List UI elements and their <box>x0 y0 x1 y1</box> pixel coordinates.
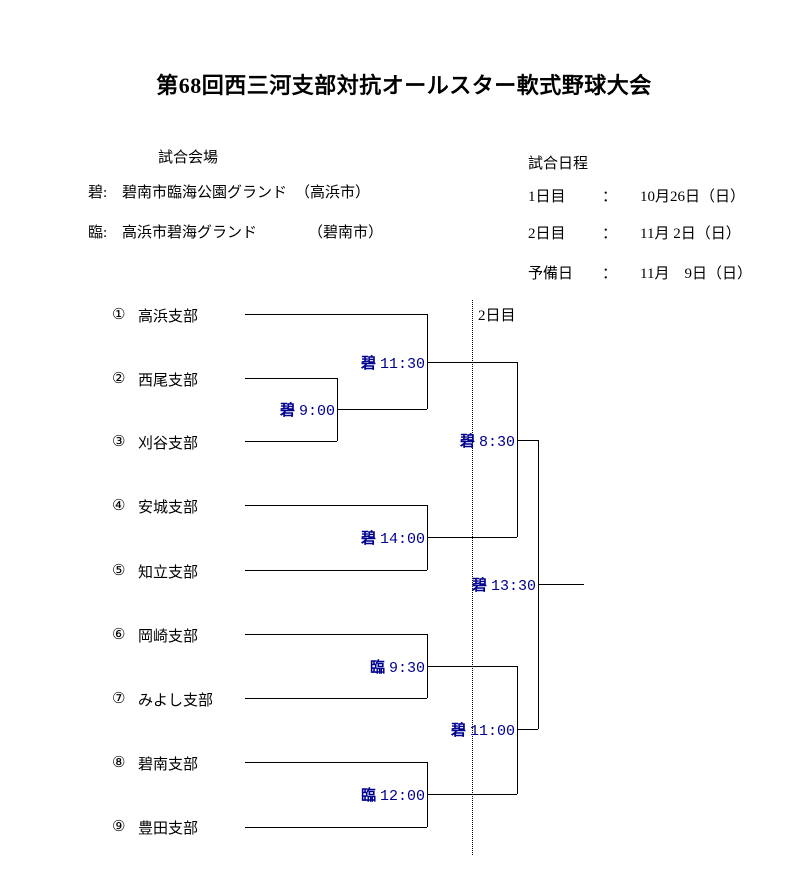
seed-line-team-5 <box>245 570 427 571</box>
match-time-r2-m1: 11:30 <box>379 356 425 373</box>
team-name-4: 安城支部 <box>138 500 199 516</box>
schedule-colon-2: ： <box>602 266 618 282</box>
page-title: 第68回西三河支部対抗オールスター軟式野球大会 <box>156 73 652 98</box>
team-number-9: ⑨ <box>112 819 126 835</box>
advance-line-sf-2 <box>517 729 538 730</box>
team-name-9: 豊田支部 <box>138 821 199 837</box>
seed-line-team-4 <box>245 505 427 506</box>
venue-code-1: 臨: <box>88 225 108 241</box>
match-time-r1-m1: 9:00 <box>298 403 335 420</box>
match-venue-r2-m2: 碧 <box>360 530 376 547</box>
day-divider-line <box>472 300 473 855</box>
seed-line-team-9 <box>245 827 427 828</box>
team-number-2: ② <box>112 371 126 387</box>
seed-line-team-8 <box>245 762 427 763</box>
seed-line-team-1 <box>245 314 427 315</box>
match-venue-r2-m3: 臨 <box>369 659 385 676</box>
team-number-7: ⑦ <box>112 691 126 707</box>
team-number-4: ④ <box>112 498 126 514</box>
advance-line-r1-m1 <box>337 409 427 410</box>
seed-line-team-7 <box>245 698 427 699</box>
match-venue-r2-m4: 臨 <box>360 787 376 804</box>
venue-name-0: 碧南市臨海公園グランド <box>122 185 288 201</box>
seed-line-team-6 <box>245 634 427 635</box>
team-name-5: 知立支部 <box>138 565 199 581</box>
team-number-1: ① <box>112 307 126 323</box>
venue-entry-0: 碧: 碧南市臨海公園グランド （高浜市） <box>88 181 370 202</box>
schedule-entry-1: 2日目 ： 11月 2日（日） <box>528 222 741 243</box>
team-name-2: 西尾支部 <box>138 373 199 389</box>
team-number-6: ⑥ <box>112 627 126 643</box>
schedule-date-1: 11月 2日（日） <box>640 226 741 242</box>
schedule-day-1: 2日目 <box>528 226 566 242</box>
schedule-date-0: 10月26日（日） <box>640 189 746 205</box>
schedule-entry-2: 予備日 ： 11月 9日（日） <box>528 262 752 283</box>
match-venue-r1-m1: 碧 <box>279 402 295 419</box>
schedule-section-heading: 試合日程 <box>528 156 589 172</box>
match-time-r2-m2: 14:00 <box>379 531 425 548</box>
match-venue-r2-m1: 碧 <box>360 355 376 372</box>
champion-line <box>538 584 584 585</box>
match-venue-final: 碧 <box>471 577 487 594</box>
schedule-entry-0: 1日目 ： 10月26日（日） <box>528 185 745 206</box>
connector-sf-1 <box>517 362 518 537</box>
team-number-5: ⑤ <box>112 563 126 579</box>
team-name-1: 高浜支部 <box>138 309 199 325</box>
day-divider-label: 2日目 <box>478 308 516 324</box>
schedule-day-2: 予備日 <box>528 266 574 282</box>
venue-city-1: （碧南市） <box>308 225 384 241</box>
match-time-r2-m4: 12:00 <box>379 788 425 805</box>
seed-line-team-2 <box>245 378 337 379</box>
schedule-date-2: 11月 9日（日） <box>640 266 752 282</box>
schedule-colon-1: ： <box>602 226 618 242</box>
seed-line-team-3 <box>245 441 337 442</box>
match-time-r2-m3: 9:30 <box>388 660 425 677</box>
venue-city-0: （高浜市） <box>295 185 371 201</box>
team-name-8: 碧南支部 <box>138 757 199 773</box>
advance-line-sf-1 <box>517 440 538 441</box>
venue-code-0: 碧: <box>88 185 108 201</box>
team-name-3: 刈谷支部 <box>138 436 199 452</box>
match-venue-sf-1: 碧 <box>459 433 475 450</box>
team-number-3: ③ <box>112 434 126 450</box>
match-time-sf-1: 8:30 <box>478 434 515 451</box>
venue-section-heading: 試合会場 <box>158 150 219 166</box>
team-name-6: 岡崎支部 <box>138 629 199 645</box>
venue-name-1: 高浜市碧海グランド <box>122 225 258 241</box>
team-number-8: ⑧ <box>112 755 126 771</box>
connector-r2-m1 <box>427 314 428 409</box>
match-time-final: 13:30 <box>490 578 536 595</box>
schedule-colon-0: ： <box>602 189 618 205</box>
venue-entry-1: 臨: 高浜市碧海グランド （碧南市） <box>88 221 383 242</box>
team-name-7: みよし支部 <box>138 693 214 709</box>
match-time-sf-2: 11:00 <box>469 723 515 740</box>
schedule-day-0: 1日目 <box>528 189 566 205</box>
match-venue-sf-2: 碧 <box>450 722 466 739</box>
connector-sf-2 <box>517 666 518 794</box>
